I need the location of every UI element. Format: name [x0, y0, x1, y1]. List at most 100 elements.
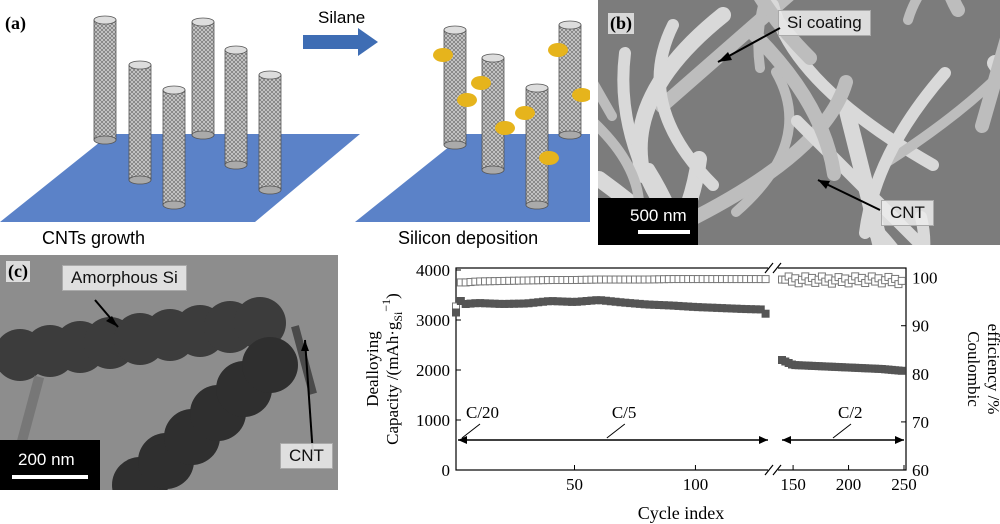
silane-text: Silane: [318, 8, 366, 27]
y-right-tick-label: 70: [912, 413, 929, 432]
axis-break-bottom: [764, 464, 782, 476]
sem-fiber: [643, 163, 690, 245]
scale-bar-c-label: 200 nm: [18, 450, 75, 469]
sem-fiber: [915, 211, 931, 245]
cnt-tube: [224, 45, 248, 170]
panel-c-label: (c): [6, 261, 30, 282]
tag-amorphous-si: Amorphous Si: [62, 265, 187, 291]
sem-fiber: [631, 7, 731, 183]
y-left-tick-label: 0: [442, 461, 451, 480]
sem-fiber: [617, 47, 671, 219]
x-tick-label: 100: [683, 475, 709, 494]
panel-capacity-chart: 0 1000 2000 3000 4000 60 70 80 90 100 50 100 150 200 2…: [340, 255, 1000, 524]
coulombic-efficiency-point: [897, 276, 906, 285]
y-left-tick-label: 3000: [416, 311, 450, 330]
y-left-label-main: Capacity /(mAh·g: [383, 321, 402, 445]
y-right-tick-label: 90: [912, 317, 929, 336]
caption-cnts-growth: CNTs growth: [42, 228, 146, 248]
sem-fiber: [747, 27, 841, 181]
sem-fiber: [598, 81, 617, 121]
silane-arrow: [303, 28, 378, 56]
y-left-label-sup: −1: [379, 299, 393, 312]
sem-fiber: [753, 0, 770, 73]
y-left-tick-label: 4000: [416, 261, 450, 280]
cnt-tube-coated: [548, 20, 590, 140]
sem-fiber: [679, 75, 853, 229]
plot-frame: [455, 267, 907, 471]
panel-b-sem-image: (b) Si coating CNT 500 nm: [598, 0, 1000, 245]
si-particle: [433, 48, 453, 62]
panel-b-label: (b): [608, 13, 634, 34]
y-left-label-sub: Si: [391, 311, 405, 322]
rate-arrow-c2-head-right: [895, 436, 904, 444]
si-particle: [572, 88, 590, 102]
y-right-tick-label: 60: [912, 461, 929, 480]
rate-leader: [832, 423, 852, 439]
sem-fiber: [879, 67, 1000, 169]
sem-fiber: [754, 0, 817, 65]
y-left-label-end: ): [383, 293, 402, 299]
caption-silicon-deposition: Silicon deposition: [398, 228, 539, 248]
sem-fiber: [731, 67, 795, 217]
sem-fiber: [859, 67, 951, 239]
y-right-tick-label: 80: [912, 365, 929, 384]
sem-fiber: [655, 0, 794, 113]
sem-pointers: [598, 27, 881, 245]
substrate-right: [355, 134, 590, 222]
coulombic-efficiency-point: [761, 275, 770, 284]
cnt-tube-coated: [515, 83, 559, 210]
rate-leader: [461, 423, 481, 439]
cnt-tube: [258, 70, 282, 195]
sem-fiber: [903, 0, 922, 25]
rate-label: C/20: [466, 403, 499, 422]
cnt-tube: [93, 15, 117, 145]
si-particle: [457, 93, 477, 107]
y-left-label-line1: Dealloying: [363, 331, 382, 407]
capacity-point: [897, 366, 906, 375]
tem-bead: [234, 297, 286, 349]
rate-label: C/2: [838, 403, 863, 422]
capacity-point: [452, 308, 460, 317]
cnt-tube: [162, 85, 186, 210]
y-right-label-line2: efficiency /%: [984, 324, 1000, 415]
axis-break-top: [764, 262, 782, 274]
x-axis-label: Cycle index: [638, 503, 724, 523]
tag-si-coating: Si coating: [778, 10, 871, 36]
cnt-tube-coated: [471, 53, 515, 175]
rate-leader: [606, 423, 626, 439]
x-tick-label: 250: [891, 475, 917, 494]
schematic-svg: [0, 15, 590, 222]
tem-bead: [242, 337, 298, 393]
panel-a-schematic: (a) Silane CNTs growth Silicon depositio…: [0, 0, 590, 255]
si-particle: [548, 43, 568, 57]
si-particle: [515, 106, 535, 120]
x-tick-label: 200: [836, 475, 862, 494]
panel-a-label: (a): [5, 13, 26, 33]
scale-bar-b-label: 500 nm: [630, 206, 687, 225]
capacity-point: [756, 305, 765, 314]
si-particle: [539, 151, 559, 165]
capacity-point: [761, 309, 770, 318]
cnt-tube-coated: [433, 25, 477, 150]
cnt-tube: [128, 60, 152, 185]
rate-arrow-c2-head-left: [782, 436, 791, 444]
tag-cnt-c: CNT: [280, 443, 333, 469]
tag-cnt-b: CNT: [881, 200, 934, 226]
y-right-label-line1: Coulombic: [964, 331, 983, 407]
panel-c-tem-image: (c) Amorphous Si CNT 200 nm: [0, 255, 338, 490]
y-right-tick-label: 100: [912, 269, 938, 288]
y-left-tick-label: 1000: [416, 411, 450, 430]
capacity-chart-svg: 0 1000 2000 3000 4000 60 70 80 90 100 50 100 150 200 2…: [363, 261, 1000, 523]
cnt-tube: [191, 17, 215, 140]
y-left-label-line2: Capacity /(mAh·gSi−1): [379, 293, 405, 445]
y-left-tick-label: 2000: [416, 361, 450, 380]
rate-arrow-c5-head-right: [759, 436, 768, 444]
x-tick-label: 50: [566, 475, 583, 494]
rate-label: C/5: [612, 403, 637, 422]
sem-fiber: [653, 19, 719, 191]
si-particle: [471, 76, 491, 90]
si-particle: [495, 121, 515, 135]
x-tick-label: 150: [780, 475, 806, 494]
rate-arrow-c5-head-left: [458, 436, 467, 444]
sem-fiber: [975, 37, 1000, 133]
